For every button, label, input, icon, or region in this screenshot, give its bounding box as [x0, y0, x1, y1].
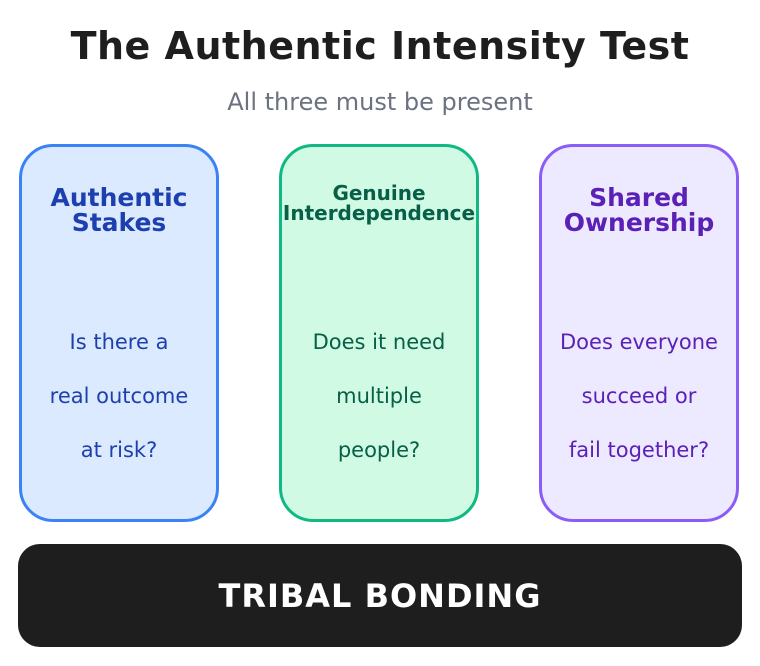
card-question-line: succeed or [581, 384, 697, 408]
card-heading: Authentic Stakes [22, 185, 216, 235]
card-question-line: real outcome [49, 384, 189, 408]
card-heading-line: Interdependence [282, 201, 476, 225]
diagram-subtitle: All three must be present [227, 88, 533, 116]
card-question-line: multiple [336, 384, 422, 408]
card-shared-ownership: Shared Ownership Does everyone succeed o… [539, 144, 739, 522]
card-question: Is there a real outcome at risk? [22, 315, 216, 477]
card-heading-line: Shared [589, 183, 689, 212]
diagram-title: The Authentic Intensity Test [70, 24, 690, 68]
tribal-bonding-label: TRIBAL BONDING [218, 576, 542, 615]
card-question-line: Is there a [69, 330, 169, 354]
card-heading: Genuine Interdependence [282, 183, 476, 223]
card-question-line: at risk? [80, 438, 158, 462]
card-question-line: Does everyone [560, 330, 718, 354]
card-heading-line: Authentic [50, 183, 188, 212]
card-question: Does it need multiple people? [282, 315, 476, 477]
card-question: Does everyone succeed or fail together? [542, 315, 736, 477]
card-heading-line: Genuine [332, 181, 426, 205]
card-question-line: fail together? [568, 438, 710, 462]
card-question-line: Does it need [312, 330, 446, 354]
card-authentic-stakes: Authentic Stakes Is there a real outcome… [19, 144, 219, 522]
card-question-line: people? [337, 438, 421, 462]
card-genuine-interdependence: Genuine Interdependence Does it need mul… [279, 144, 479, 522]
tribal-bonding-bar: TRIBAL BONDING [18, 544, 742, 647]
card-heading: Shared Ownership [542, 185, 736, 235]
card-heading-line: Stakes [71, 208, 167, 237]
card-heading-line: Ownership [563, 208, 715, 237]
